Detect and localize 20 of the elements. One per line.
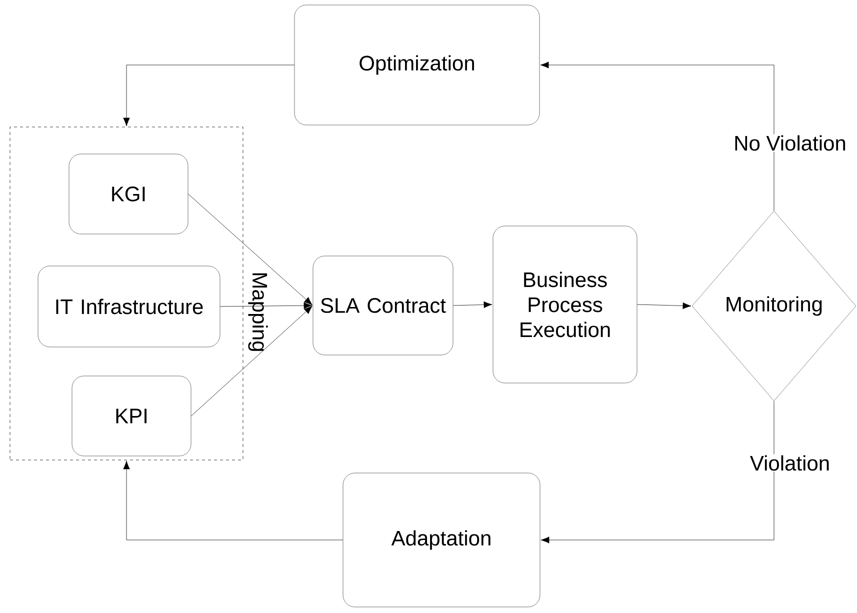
arrow: [191, 306, 312, 416]
process-box: IT Infrastructure: [38, 266, 220, 348]
arrow: [123, 64, 294, 126]
arrow: [540, 401, 774, 544]
edge-label: Violation: [748, 454, 832, 472]
arrow: [637, 302, 692, 310]
dashed-group-box: [10, 126, 244, 460]
arrow: [540, 62, 774, 211]
process-box: Adaptation: [342, 472, 540, 608]
process-box: SLA Contract: [312, 256, 454, 356]
arrow: [220, 302, 312, 309]
process-box: KGI: [68, 154, 188, 234]
process-box: Business Process Execution: [492, 226, 638, 384]
arrow: [453, 301, 492, 308]
process-box: Optimization: [294, 4, 540, 126]
arrow: [188, 194, 312, 306]
mapping-label: Mapping: [248, 273, 268, 351]
edge-label: No Violation: [732, 134, 848, 152]
process-box: KPI: [72, 376, 192, 456]
arrow: [123, 460, 343, 540]
